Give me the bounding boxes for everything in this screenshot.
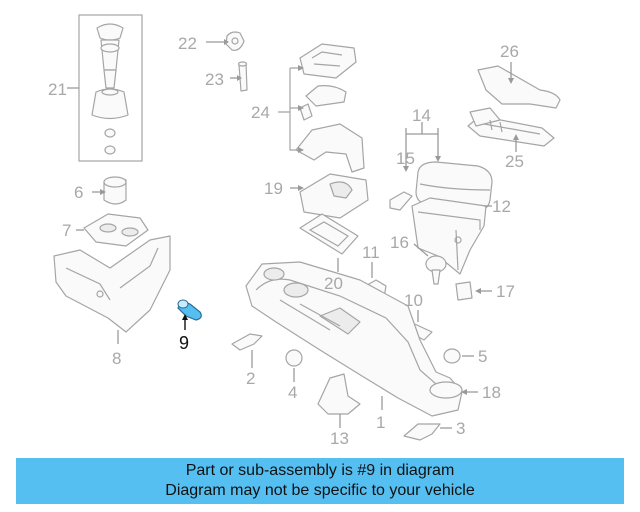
callout-1: 1 [376, 413, 385, 432]
part-18-end-cap [461, 389, 478, 395]
part-22-clip [206, 31, 245, 51]
banner-disclaimer-line: Diagram may not be specific to your vehi… [165, 482, 475, 499]
part-24-shift-indicator [278, 43, 365, 173]
part-19-shift-trim [290, 173, 369, 219]
part-12-armrest-base [411, 197, 492, 275]
part-15-hinge [389, 191, 413, 211]
part-13-bracket [317, 373, 361, 428]
callout-2: 2 [246, 369, 255, 388]
part-23-pin [230, 61, 248, 92]
part-3-bracket [403, 423, 452, 441]
callout-17: 17 [496, 282, 515, 301]
callout-12: 12 [492, 197, 511, 216]
part-17-plug [455, 281, 492, 301]
callout-15: 15 [396, 149, 415, 168]
callout-6: 6 [74, 183, 83, 202]
part-21-shift-knob-assembly [67, 14, 143, 162]
info-banner: Part or sub-assembly is #9 in diagram Di… [16, 458, 624, 504]
callout-3: 3 [456, 419, 465, 438]
callout-13: 13 [330, 429, 349, 448]
part-26-handbrake-boot [477, 62, 561, 109]
banner-part-line: Part or sub-assembly is #9 in diagram [185, 462, 455, 479]
callout-20: 20 [324, 274, 343, 293]
part-9-highlighted [177, 299, 202, 330]
part-4-knob [285, 349, 303, 382]
callout-16: 16 [390, 233, 409, 252]
part-25-handbrake-lever [467, 107, 555, 152]
part-16-cup-holder [413, 243, 447, 285]
callout-7: 7 [62, 221, 71, 240]
part-7-tray [76, 213, 149, 247]
part-20-insert [299, 213, 359, 272]
part-6-cup-insert [92, 176, 127, 205]
part-5-cap [443, 348, 474, 364]
callout-4: 4 [288, 383, 297, 402]
callout-26: 26 [500, 42, 519, 61]
callout-23: 23 [205, 70, 224, 89]
callout-21: 21 [48, 80, 67, 99]
callout-5: 5 [478, 347, 487, 366]
part-2-clip [231, 333, 263, 368]
callout-22: 22 [178, 34, 197, 53]
callout-10: 10 [404, 291, 423, 310]
callout-8: 8 [112, 349, 121, 368]
callout-25: 25 [505, 152, 524, 171]
callout-9-highlighted: 9 [179, 333, 189, 353]
part-8-lower-console [53, 235, 171, 344]
part-1-center-console [245, 261, 463, 417]
callout-24: 24 [251, 103, 270, 122]
callout-14: 14 [412, 106, 431, 125]
callout-18: 18 [482, 383, 501, 402]
callout-11: 11 [362, 243, 380, 262]
callout-19: 19 [264, 179, 283, 198]
